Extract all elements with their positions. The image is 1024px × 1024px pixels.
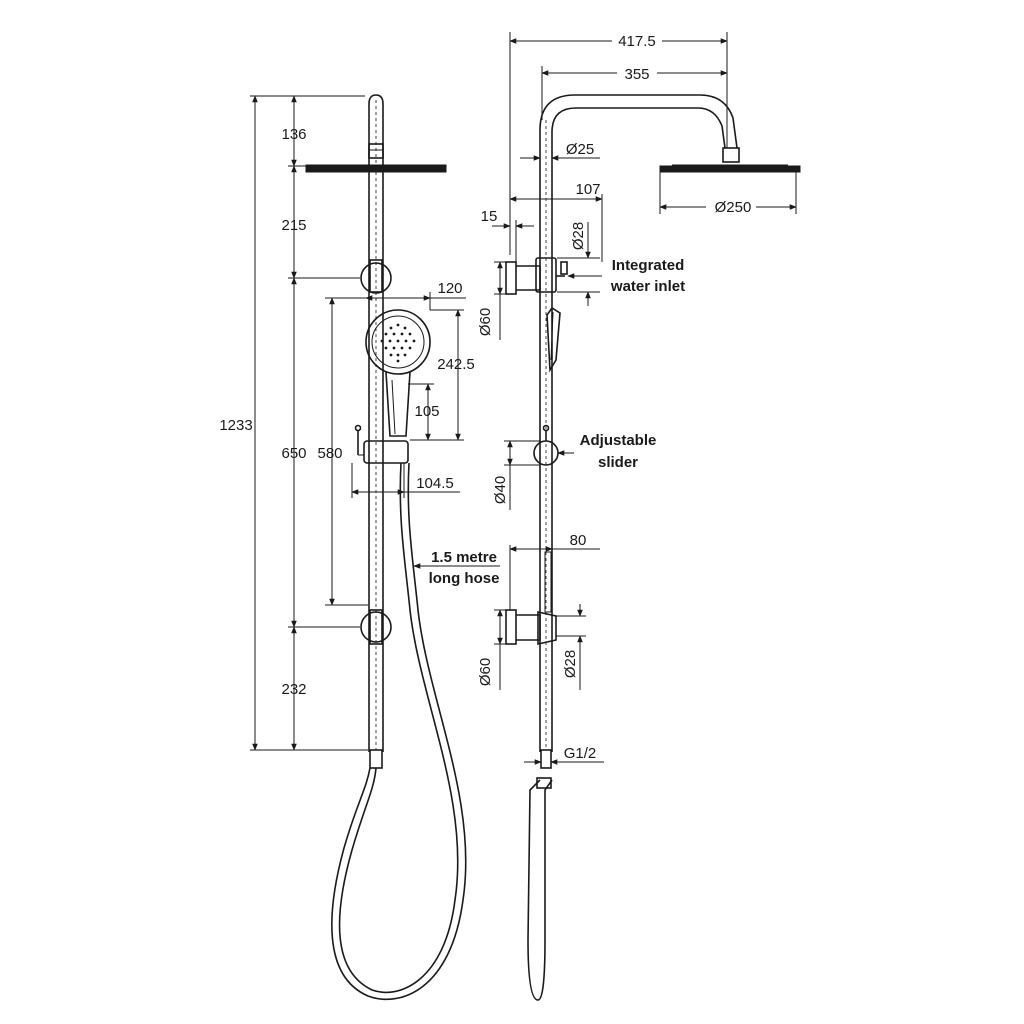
dimension-d250-label: Ø250	[715, 199, 752, 216]
front-shower-head	[305, 143, 447, 173]
dimension-107: 107	[509, 181, 603, 262]
side-view: 417.5 355 Ø25 107 15	[477, 30, 801, 1001]
front-top-bracket	[360, 259, 392, 294]
dimension-80: 80	[509, 532, 600, 610]
dimension-355-label: 355	[624, 66, 649, 83]
dimension-d250: Ø250	[659, 172, 797, 216]
side-hand-shower	[546, 306, 561, 373]
side-top-bracket	[505, 257, 568, 295]
dimension-242-5: 242.5	[410, 309, 475, 441]
dimension-215-label: 215	[281, 217, 306, 234]
slider-label-line1: Adjustable	[580, 432, 657, 449]
dimension-d28-top: Ø28	[557, 222, 600, 306]
front-rail	[368, 94, 384, 769]
front-hand-shower	[365, 309, 431, 437]
dimension-417-5: 417.5	[509, 30, 728, 255]
dimension-d40: Ø40	[492, 440, 540, 510]
dimension-g1-2-label: G1/2	[564, 745, 597, 762]
dimension-355: 355	[541, 62, 728, 120]
dimension-650-label: 650	[281, 445, 306, 462]
dimension-1233-label: 1233	[219, 417, 252, 434]
slider-label-line2: slider	[598, 454, 638, 471]
dimension-580-label: 580	[317, 445, 342, 462]
dimension-segments: 136 215 650 232	[281, 95, 360, 751]
side-shower-head	[659, 147, 801, 173]
dimension-120-label: 120	[437, 280, 462, 297]
dimension-120: 120	[365, 280, 466, 310]
dimension-104-5-label: 104.5	[416, 475, 454, 492]
dimension-d60-bottom-label: Ø60	[477, 658, 494, 686]
dimension-104-5: 104.5	[351, 463, 460, 498]
dimension-80-label: 80	[570, 532, 587, 549]
dimension-d60-top: Ø60	[477, 261, 506, 340]
dimension-d60-bottom: Ø60	[477, 609, 506, 690]
dimension-d28-bottom-label: Ø28	[562, 650, 579, 678]
inlet-label-line1: Integrated	[612, 257, 685, 274]
dimension-1233: 1233	[219, 95, 368, 751]
dimension-d25: Ø25	[520, 141, 600, 161]
dimension-105-label: 105	[414, 403, 439, 420]
front-bottom-bracket	[360, 609, 392, 645]
hose-label-line1: 1.5 metre	[431, 549, 497, 566]
dimension-d25-label: Ø25	[566, 141, 594, 158]
front-hose	[331, 462, 467, 1000]
front-slider	[354, 424, 409, 464]
dimension-105: 105	[408, 383, 440, 441]
dimension-580: 580	[317, 297, 380, 606]
dimension-d28-bottom: Ø28	[556, 604, 586, 690]
hose-label-line2: long hose	[429, 570, 500, 587]
dimension-15-label: 15	[481, 208, 498, 225]
side-hose	[527, 777, 553, 1001]
dimension-232-label: 232	[281, 681, 306, 698]
front-view: 1233 136 215 650 232 580	[219, 94, 500, 1000]
side-bottom-bracket	[505, 551, 557, 645]
dimension-242-5-label: 242.5	[437, 356, 475, 373]
dimension-d60-top-label: Ø60	[477, 308, 494, 336]
dimension-136-label: 136	[281, 126, 306, 143]
dimension-417-5-label: 417.5	[618, 33, 656, 50]
hose-callout: 1.5 metre long hose	[413, 549, 500, 587]
dimension-g1-2: G1/2	[524, 745, 604, 765]
dimension-15: 15	[481, 208, 534, 262]
hand-shower-nozzles	[380, 323, 416, 363]
dimension-d40-label: Ø40	[492, 476, 509, 504]
slider-callout: Adjustable slider	[557, 432, 657, 471]
dimension-107-label: 107	[575, 181, 600, 198]
inlet-callout: Integrated water inlet	[567, 257, 685, 295]
dimension-d28-top-label: Ø28	[570, 222, 587, 250]
inlet-label-line2: water inlet	[610, 278, 685, 295]
